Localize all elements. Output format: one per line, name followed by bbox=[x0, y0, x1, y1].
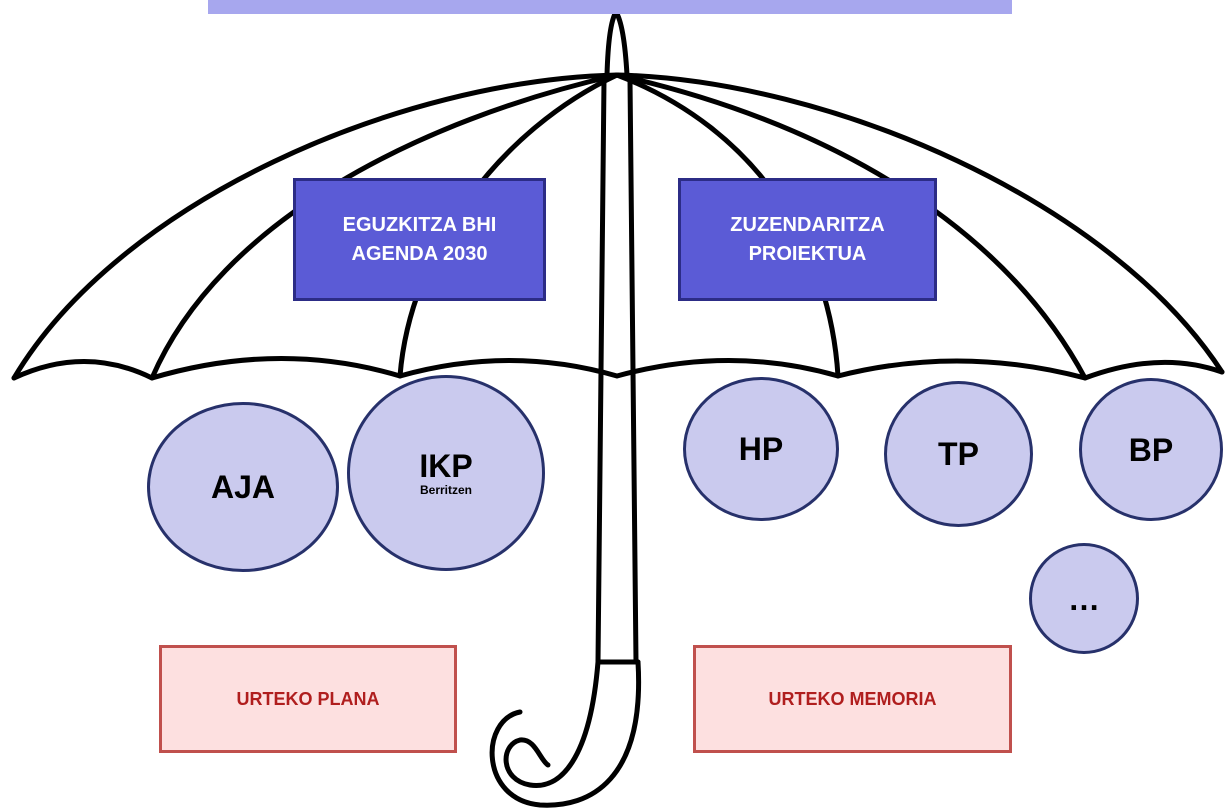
circle-more-label: … bbox=[1068, 580, 1100, 617]
circle-bp: BP bbox=[1079, 378, 1223, 521]
circle-hp: HP bbox=[683, 377, 839, 521]
circle-hp-label: HP bbox=[738, 431, 784, 467]
circle-aja: AJA bbox=[147, 402, 339, 572]
circle-aja-label: AJA bbox=[210, 469, 275, 505]
zuzendaritza-proiektua-box: ZUZENDARITZA PROIEKTUA bbox=[678, 178, 937, 301]
circle-bp-label: BP bbox=[1128, 431, 1174, 468]
agenda-box-line2: AGENDA 2030 bbox=[351, 242, 488, 265]
circle-ikp-sublabel: Berritzen bbox=[419, 483, 472, 497]
circle-tp: TP bbox=[884, 381, 1033, 527]
urteko-plana-box: URTEKO PLANA bbox=[159, 645, 457, 753]
zuzendaritza-box-line2: PROIEKTUA bbox=[748, 242, 867, 265]
urteko-memoria-label: URTEKO MEMORIA bbox=[768, 688, 937, 709]
circle-more: … bbox=[1029, 543, 1139, 654]
top-banner bbox=[208, 0, 1012, 14]
circle-ikp-label: IKP bbox=[419, 448, 473, 484]
zuzendaritza-box-line1: ZUZENDARITZA bbox=[730, 213, 885, 236]
urteko-plana-label: URTEKO PLANA bbox=[236, 688, 380, 709]
circle-ikp: IKP Berritzen bbox=[347, 375, 545, 571]
urteko-memoria-box: URTEKO MEMORIA bbox=[693, 645, 1012, 753]
circle-tp-label: TP bbox=[938, 436, 979, 472]
agenda-box-line1: EGUZKITZA BHI bbox=[342, 213, 497, 236]
agenda-2030-box: EGUZKITZA BHI AGENDA 2030 bbox=[293, 178, 546, 301]
